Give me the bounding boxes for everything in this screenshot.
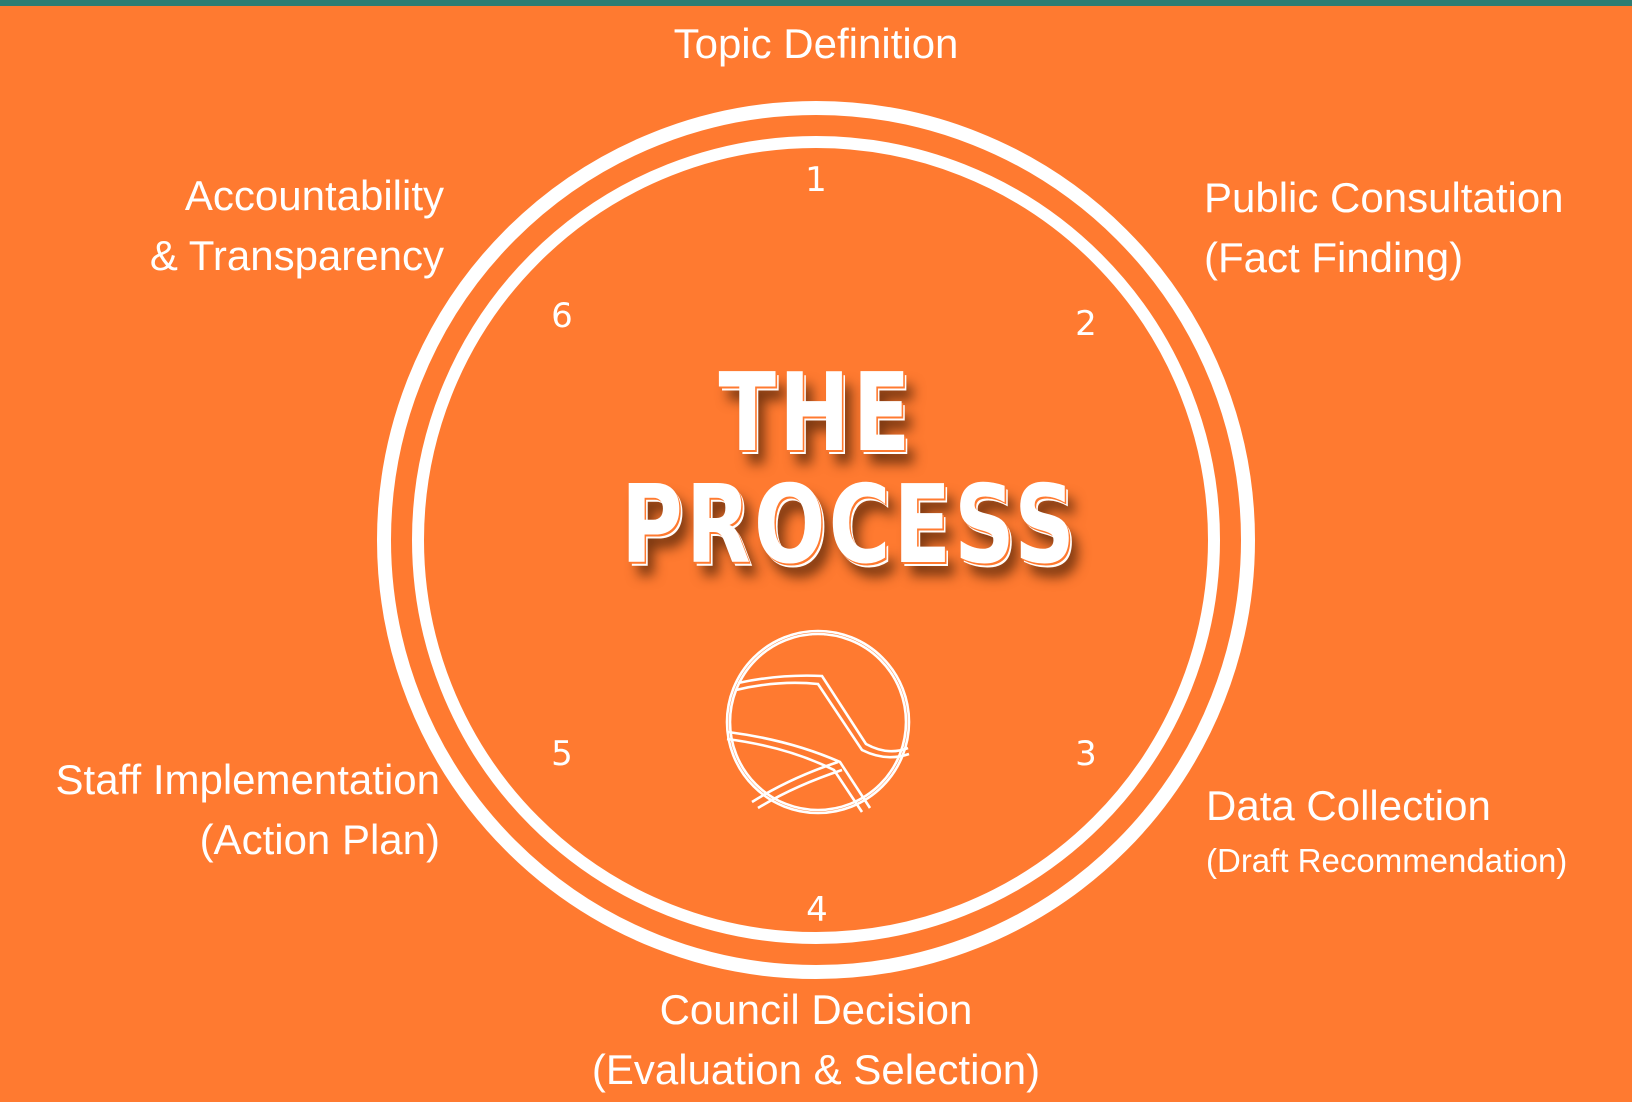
globe-icon bbox=[725, 629, 911, 815]
step-5-label-line-2: (Action Plan) bbox=[199, 816, 440, 863]
step-2-label: Public Consultation (Fact Finding) bbox=[1204, 168, 1564, 288]
step-3-label-line-1: Data Collection bbox=[1206, 782, 1491, 829]
title-line-1: THE bbox=[718, 351, 914, 476]
step-5-label: Staff Implementation (Action Plan) bbox=[0, 750, 440, 870]
title-line-2: PROCESS bbox=[621, 463, 1078, 588]
step-6-label: Accountability & Transparency bbox=[0, 166, 444, 286]
step-2-number: 2 bbox=[1075, 304, 1097, 344]
step-4-number: 4 bbox=[806, 890, 828, 930]
step-6-label-line-1: Accountability bbox=[184, 172, 444, 219]
step-5-number: 5 bbox=[551, 734, 573, 774]
diagram-title: THE PROCESS bbox=[621, 351, 1078, 588]
step-6-number: 6 bbox=[551, 296, 573, 336]
step-2-label-line-1: Public Consultation bbox=[1204, 174, 1564, 221]
step-1-number: 1 bbox=[805, 160, 827, 200]
step-4-label: Council Decision (Evaluation & Selection… bbox=[516, 980, 1116, 1100]
step-1-label-line-1: Topic Definition bbox=[673, 20, 959, 67]
step-4-label-line-1: Council Decision bbox=[659, 986, 973, 1033]
step-4-label-line-2: (Evaluation & Selection) bbox=[591, 1046, 1041, 1093]
step-1-label: Topic Definition bbox=[566, 14, 1066, 74]
top-border bbox=[0, 0, 1632, 6]
step-5-label-line-1: Staff Implementation bbox=[55, 756, 440, 803]
step-3-label-line-2: (Draft Recommendation) bbox=[1206, 842, 1568, 879]
outer-ring bbox=[377, 101, 1255, 979]
inner-ring bbox=[412, 136, 1220, 944]
step-3-number: 3 bbox=[1075, 734, 1097, 774]
step-3-label: Data Collection (Draft Recommendation) bbox=[1206, 776, 1567, 886]
step-2-label-line-2: (Fact Finding) bbox=[1204, 234, 1464, 281]
step-6-label-line-2: & Transparency bbox=[149, 232, 444, 279]
